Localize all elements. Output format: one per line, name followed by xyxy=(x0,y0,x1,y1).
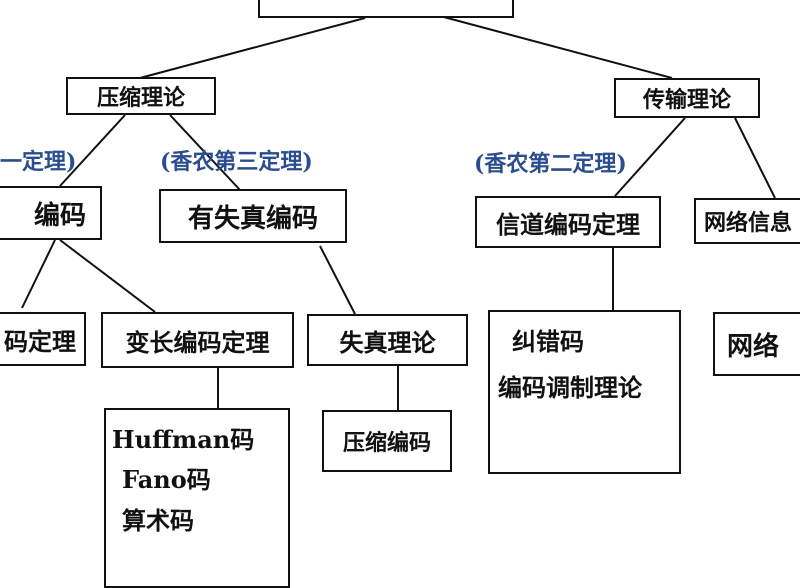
source-coding-theorem-label: 码定理 xyxy=(4,326,76,356)
connector-lossless-variable xyxy=(59,239,156,313)
connector-compression-lossy xyxy=(169,114,241,191)
rate-distortion-theory-label: 失真理论 xyxy=(339,327,436,357)
channel-topics-node: 纠错码 编码调制理论 xyxy=(488,310,681,474)
second-theorem-label: (香农第二定理) xyxy=(474,151,627,177)
compression-theory-node: 压缩理论 xyxy=(66,77,216,115)
connector-lossless-source xyxy=(21,239,56,309)
connector-root-compression xyxy=(139,17,366,79)
network-info-node: 网络信息 xyxy=(694,198,800,244)
compression-theory-label: 压缩理论 xyxy=(96,85,185,111)
channel-coding-theorem-label: 信道编码定理 xyxy=(496,209,640,239)
first-theorem-label: 一定理) xyxy=(0,149,77,175)
lossy-coding-label: 有失真编码 xyxy=(187,203,318,234)
connector-root-transmission xyxy=(439,15,673,79)
variable-length-theorem-node: 变长编码定理 xyxy=(101,312,294,368)
compression-coding-label: 压缩编码 xyxy=(342,430,431,456)
compression-coding-node: 压缩编码 xyxy=(322,410,452,472)
transmission-theory-node: 传输理论 xyxy=(614,78,760,118)
connector-compression-lossless xyxy=(59,114,126,187)
channel-topic-item: 编码调制理论 xyxy=(498,373,642,403)
network-label: 网络 xyxy=(727,331,780,362)
channel-topic-item: 纠错码 xyxy=(512,327,584,356)
code-type-item: Fano码 xyxy=(122,465,211,495)
third-theorem-label: (香农第三定理) xyxy=(160,149,313,175)
network-info-label: 网络信息 xyxy=(704,210,793,236)
code-type-item: 算术码 xyxy=(122,505,194,535)
lossless-coding-node: 编码 xyxy=(0,186,102,240)
connector-lines xyxy=(21,15,776,410)
root-node xyxy=(258,0,514,18)
lossy-coding-node: 有失真编码 xyxy=(159,189,347,243)
connector-transmission-channel xyxy=(614,117,686,197)
code-type-item: Huffman码 xyxy=(112,425,255,454)
variable-length-theorem-label: 变长编码定理 xyxy=(125,327,270,357)
network-node: 网络 xyxy=(713,312,800,376)
code-types-node: Huffman码 Fano码 算术码 xyxy=(104,408,290,588)
lossless-coding-label: 编码 xyxy=(33,200,86,231)
transmission-theory-label: 传输理论 xyxy=(642,87,731,113)
source-coding-theorem-node: 码定理 xyxy=(0,312,86,366)
connector-lossy-ratedistortion xyxy=(319,245,356,315)
connector-transmission-network xyxy=(734,117,776,199)
channel-coding-theorem-node: 信道编码定理 xyxy=(475,196,661,248)
rate-distortion-theory-node: 失真理论 xyxy=(307,314,468,366)
